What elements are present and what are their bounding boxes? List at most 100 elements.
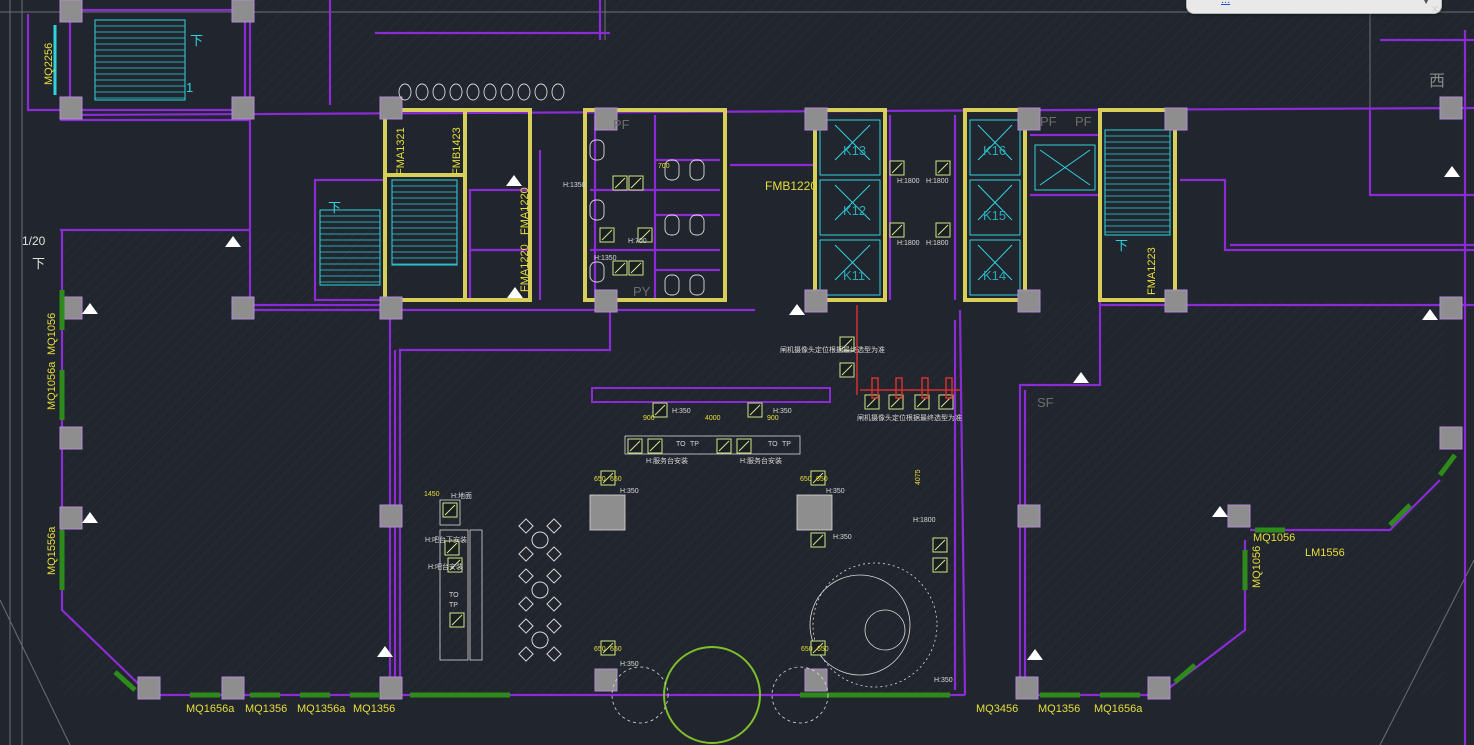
dim-13: 650: [817, 646, 829, 653]
structural-column: [59, 0, 83, 23]
cafe-chair: [518, 518, 534, 534]
door-label-bottom-4: MQ1356: [353, 703, 395, 715]
dim-7: 650: [800, 476, 812, 483]
cafe-chair: [546, 568, 562, 584]
cafe-chair: [518, 618, 534, 634]
urinal-fixture: [517, 83, 531, 101]
urinal-fixture: [500, 83, 514, 101]
dim-1: 700: [658, 163, 670, 170]
door-label-bottom-3: MQ1356a: [297, 703, 346, 715]
close-icon[interactable]: ×: [1431, 2, 1439, 16]
floor-mark: 1: [186, 80, 193, 95]
camera-device-stroke: [444, 504, 456, 516]
camera-device-stroke: [630, 262, 642, 274]
cafe-chair: [546, 546, 562, 562]
camera-device-stroke: [738, 440, 750, 452]
stair-mark-2: 下: [328, 200, 341, 215]
dim-3: 4000: [705, 415, 721, 422]
cafe-chair: [546, 646, 562, 662]
toilet-fixture: [589, 261, 605, 283]
note-bar-under: H:吧台下安装: [425, 535, 467, 544]
structural-column: [59, 96, 83, 120]
camera-device-stroke: [446, 542, 458, 554]
stair-mark-3: 下: [1115, 238, 1128, 253]
height-note-10: H:350: [620, 661, 639, 668]
lift-label-k16: K16: [983, 143, 1006, 158]
signal-marker-icon: [1073, 372, 1089, 383]
desk-tag-3: TO: [768, 441, 778, 448]
hyperlink-tooltip: ... ▼: [1186, 0, 1442, 14]
dim-14: 4075: [915, 469, 922, 485]
door-label-bottom-1: MQ1656a: [186, 703, 235, 715]
camera-device-stroke: [934, 539, 946, 551]
camera-device-stroke: [891, 224, 903, 236]
signal-marker-icon: [507, 287, 523, 298]
height-note-5: H:350: [672, 408, 691, 415]
signal-marker-icon: [1422, 309, 1438, 320]
structural-column: [1439, 96, 1463, 120]
height-note-6: H:350: [773, 408, 792, 415]
camera-device-stroke: [602, 642, 614, 654]
dim-2: 900: [643, 415, 655, 422]
height-note-9: H:350: [833, 534, 852, 541]
camera-device-stroke: [630, 177, 642, 189]
toilet-fixture: [664, 274, 680, 296]
room-tag-sf: SF: [1037, 395, 1054, 410]
door-label-bottom-5: MQ3456: [976, 703, 1018, 715]
structural-column: [379, 504, 403, 528]
signal-marker-icon: [789, 304, 805, 315]
signal-marker-icon: [1027, 649, 1043, 660]
scale-label: 1/20: [22, 234, 46, 248]
urinal-fixture: [534, 83, 548, 101]
structural-column: [231, 0, 255, 23]
cafe-chair: [518, 646, 534, 662]
signal-marker-icon: [377, 646, 393, 657]
viewcube-west-label[interactable]: 西: [1428, 71, 1445, 90]
structural-column: [231, 296, 255, 320]
door-label-fma1223: FMA1223: [1146, 247, 1158, 295]
camera-device-stroke: [602, 472, 614, 484]
structural-column: [594, 107, 618, 131]
note-service-desk-2: H:服务台安装: [740, 456, 782, 465]
desk-tag-2: TP: [690, 441, 699, 448]
structural-column: [594, 668, 618, 692]
urinal-fixture: [483, 83, 497, 101]
structural-column: [804, 668, 828, 692]
structural-column: [594, 289, 618, 313]
toilet-fixture: [589, 139, 605, 161]
chevron-down-icon[interactable]: ▼: [1421, 0, 1431, 7]
door-label-fmb1220: FMB1220: [765, 179, 817, 193]
structural-column: [1015, 676, 1039, 700]
lift-label-k14: K14: [983, 268, 1006, 283]
camera-device-stroke: [654, 404, 666, 416]
door-label-right-3: MQ1056: [1251, 546, 1263, 588]
door-label-fma1220-b: FMA1220: [519, 244, 531, 292]
note-service-desk-1: H:服务台安装: [646, 456, 688, 465]
desk-tag-4: TP: [782, 441, 791, 448]
camera-device-stroke: [934, 559, 946, 571]
dim-6: 650: [610, 476, 622, 483]
camera-device-stroke: [451, 614, 463, 626]
cafe-chair: [518, 546, 534, 562]
camera-device-stroke: [449, 559, 461, 571]
dim-5: 650: [594, 476, 606, 483]
door-label-fmb1423: FMB1423: [451, 127, 463, 175]
camera-device-stroke: [841, 338, 853, 350]
note-bar: H:吧台安装: [428, 562, 463, 571]
camera-device-stroke: [629, 440, 641, 452]
height-note-12: H:700: [628, 238, 647, 245]
urinal-fixture: [551, 83, 565, 101]
height-note-8: H:350: [826, 488, 845, 495]
room-tag-pf3: PF: [1075, 114, 1092, 129]
tooltip-link[interactable]: ...: [1221, 0, 1231, 6]
stair-mark-4: 下: [32, 256, 45, 271]
urinal-fixture: [398, 83, 412, 101]
structural-column: [59, 506, 83, 530]
urinal-fixture: [415, 83, 429, 101]
note-gate-camera-2: 闸机摄像头定位根据最终选型为准: [857, 413, 962, 422]
door-label-right-1: MQ1056: [1253, 532, 1295, 544]
stair-mark-1: 下: [190, 33, 203, 48]
cafe-chair: [518, 568, 534, 584]
camera-device-stroke: [891, 162, 903, 174]
